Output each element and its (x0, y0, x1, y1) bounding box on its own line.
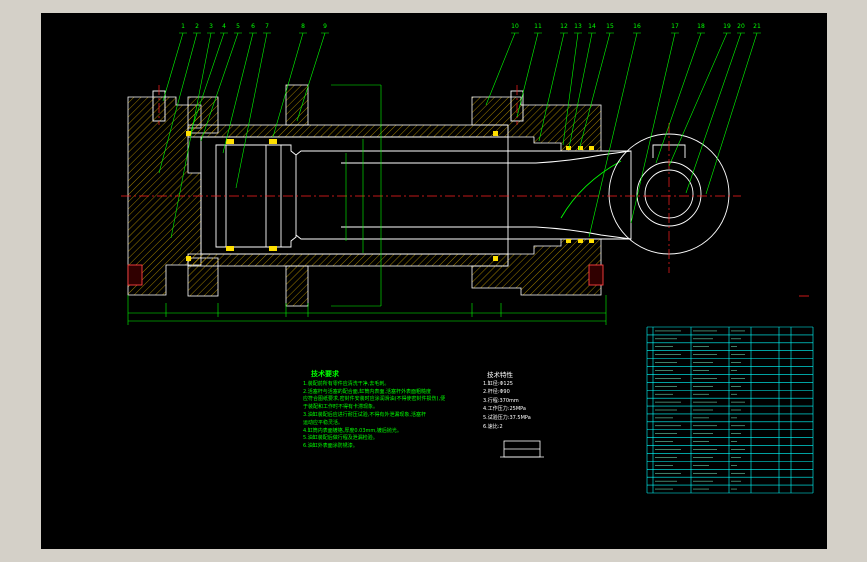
tube-wall-top (187, 124, 509, 138)
balloon-label: 20 (737, 23, 745, 30)
balloon-label: 16 (633, 23, 641, 30)
balloon-label: 14 (588, 23, 596, 30)
balloon-label: 18 (697, 23, 705, 30)
spec-title: 技术特性 (487, 371, 513, 379)
tech-line: 6.油缸外表面涂防锈漆。 (303, 443, 358, 450)
balloon-leader (190, 32, 228, 132)
trunnion-bottom (285, 265, 309, 307)
dimensions (127, 84, 607, 325)
balloon-leader (200, 32, 242, 142)
balloon-leader (630, 32, 679, 224)
balloon-label: 10 (511, 23, 519, 30)
spec-line: 6.速比:2 (483, 423, 503, 430)
balloon-leader (158, 32, 201, 174)
bore (200, 136, 509, 255)
surface-finish-symbol (500, 440, 544, 458)
tech-line: 5.油缸装配后做行程及泄漏检验。 (303, 435, 378, 442)
balloon-leader (562, 32, 582, 146)
spec-line: 3.行程:370mm (483, 397, 519, 404)
front-gland-top (471, 96, 602, 152)
balloon-leader (668, 32, 731, 167)
balloon-label: 9 (323, 23, 327, 30)
balloon-leader (485, 32, 519, 106)
balloon-label: 1 (181, 23, 185, 30)
tech-line: 2.活塞杆与活塞的配合面,缸筒内表面,活塞杆外表面粗糙度 (303, 388, 431, 395)
balloon-label: 21 (753, 23, 761, 30)
balloon-label: 5 (236, 23, 240, 30)
balloon-leader (222, 32, 257, 154)
piston-rod (295, 150, 632, 240)
tech-line: 3.油缸装配后应进行耐压试验,不得有外泄漏现象,活塞杆 (303, 411, 426, 418)
balloon-label: 12 (560, 23, 568, 30)
tech-line: 运动应平稳灵活。 (303, 419, 344, 426)
balloon-label: 15 (606, 23, 614, 30)
balloon-label: 11 (534, 23, 542, 30)
bodies (127, 90, 730, 286)
parts-list-table (646, 326, 814, 494)
balloon-label: 7 (265, 23, 269, 30)
balloon-leader (568, 32, 596, 149)
tech-line: 于装配和工作时不得有卡滞现象。 (303, 404, 379, 411)
balloon-leader (170, 32, 215, 239)
balloon-leader (538, 32, 568, 142)
tech-line: 1.装配前所有零件应清洗干净,去毛刺。 (303, 380, 390, 387)
tech-title: 技术要求 (311, 370, 339, 378)
spec-line: 4.工作压力:25MPa (483, 406, 526, 413)
centerlines (121, 85, 741, 273)
balloon-label: 6 (251, 23, 255, 30)
technical-requirements: 技术要求 1.装配前所有零件应清洗干净,去毛刺。2.活塞杆与活塞的配合面,缸筒内… (303, 370, 503, 451)
balloon-label: 4 (222, 23, 226, 30)
piston (215, 144, 297, 248)
tube-wall-bottom (187, 253, 509, 267)
balloon-leader (516, 32, 542, 118)
hatched-sections (127, 84, 602, 307)
front-gland-bottom (471, 238, 602, 296)
balloon-label: 17 (671, 23, 679, 30)
balloon-leader (685, 32, 745, 194)
spec-line: 5.试验压力:37.5MPa (483, 414, 531, 421)
balloon-label: 2 (195, 23, 199, 30)
balloon-label: 8 (301, 23, 305, 30)
rod-eye-neck (535, 150, 632, 164)
balloon-leader (705, 32, 761, 195)
balloon-leader (588, 32, 641, 238)
balloon-leader (272, 32, 307, 138)
balloon-label: 3 (209, 23, 213, 30)
leader-lines (158, 32, 761, 239)
balloon-leader (162, 32, 187, 102)
tech-line: 4.缸筒内表面镀铬,厚度0.03mm,镀后抛光。 (303, 427, 402, 434)
balloon-leader (235, 32, 271, 189)
spec-line: 1.缸径:Φ125 (483, 380, 513, 387)
balloon-leader (578, 32, 614, 151)
balloon-label: 19 (723, 23, 731, 30)
trunnion-top (285, 84, 309, 126)
spec-line: 2.杆径:Φ90 (483, 389, 510, 396)
balloon-leader (296, 32, 329, 122)
seals (186, 131, 594, 261)
tech-line: 应符合图纸要求,密封件安装时应涂润滑油(不得使密封件损伤),便 (303, 396, 446, 403)
balloon-label: 13 (574, 23, 582, 30)
balloon-leader (655, 32, 705, 164)
cad-drawing (121, 32, 814, 494)
